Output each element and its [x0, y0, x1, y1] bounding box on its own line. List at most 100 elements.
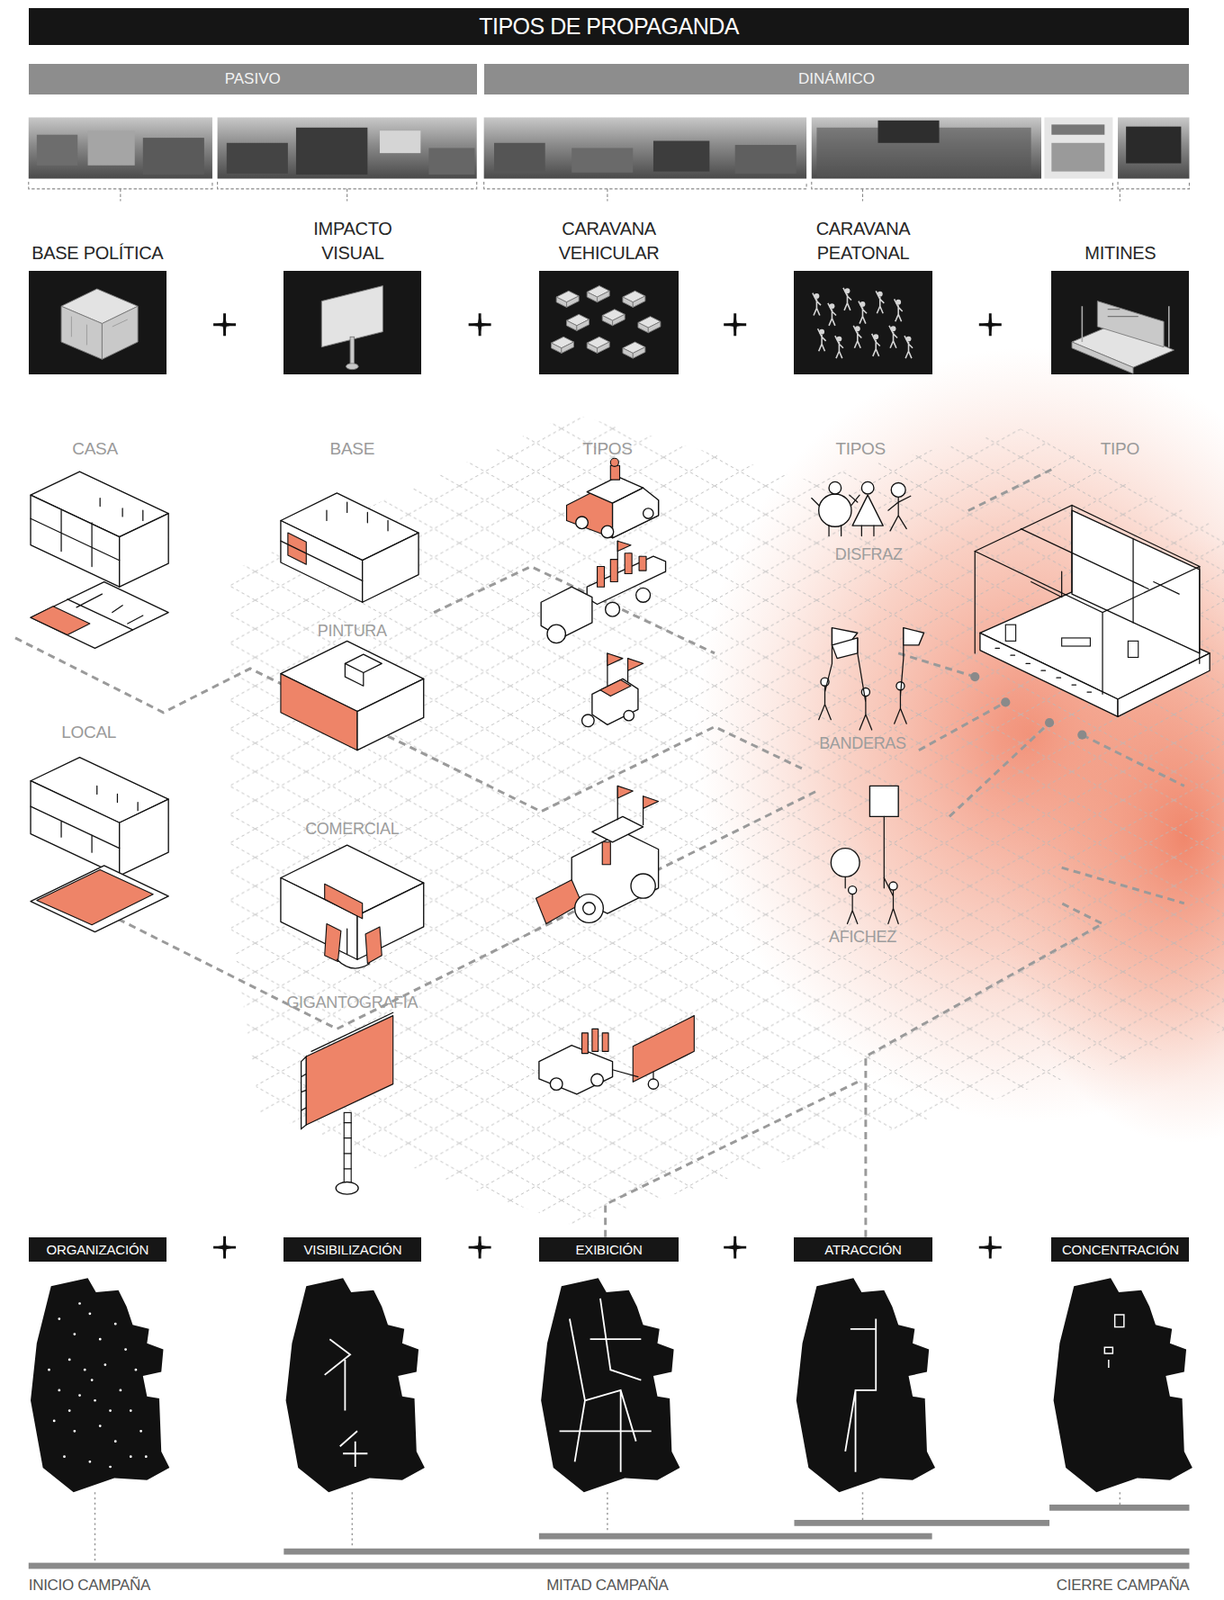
painted-wall-drawing — [344, 663, 363, 686]
billboard-drawing — [301, 1056, 307, 1130]
billboard-drawing — [335, 1182, 359, 1196]
district-map — [48, 1304, 146, 1467]
district-map — [30, 1278, 170, 1493]
category-heading: MITINES — [1048, 241, 1193, 266]
bracket — [28, 181, 213, 202]
district-map — [540, 1278, 680, 1493]
mototaxi-drawing — [628, 658, 644, 672]
dashed-route — [15, 469, 1185, 1238]
column-heading: TIPOS — [835, 439, 886, 459]
local-drawing — [36, 869, 153, 925]
costume-drawing — [852, 495, 883, 526]
district-map — [30, 1278, 170, 1493]
category-box: CARAVANA PEATONAL — [793, 270, 932, 376]
photo-strip — [735, 144, 797, 174]
mototaxi-drawing — [623, 710, 634, 720]
house-drawing — [30, 495, 120, 587]
category-band: DINÁMICO — [484, 63, 1190, 95]
plus-symbol — [468, 313, 492, 336]
plus-symbol — [213, 313, 236, 336]
local-drawing — [30, 865, 169, 933]
district-map — [796, 1278, 936, 1493]
shop-drawing — [280, 845, 424, 969]
car-drawing — [601, 525, 614, 539]
dashed-route — [970, 672, 980, 682]
posters-drawing — [845, 876, 846, 888]
bracket — [28, 181, 1190, 202]
photo-strip — [88, 130, 135, 166]
dashed-route — [433, 567, 715, 654]
flags-drawing — [861, 688, 870, 697]
photo-strip — [877, 120, 939, 144]
posters-drawing — [830, 848, 860, 878]
pickup-drawing — [648, 1079, 658, 1089]
flags-drawing — [857, 638, 873, 730]
district-map — [1053, 1278, 1193, 1493]
photo-strip — [494, 143, 546, 172]
dashed-route — [865, 903, 1103, 1238]
category-box: CARAVANA VEHICULAR — [539, 270, 679, 376]
photo-strip — [36, 135, 78, 166]
stage-drawing — [974, 504, 1210, 717]
photo-strip — [217, 117, 477, 179]
node-text: EXIBICIÓN — [576, 1242, 643, 1258]
dashed-route — [1077, 730, 1087, 740]
type-label: COMERCIAL — [305, 819, 399, 839]
dashed-route — [964, 469, 1052, 513]
dashed-route — [1000, 697, 1010, 707]
pickup-drawing — [549, 1078, 563, 1091]
category-box: MITINES — [1051, 270, 1189, 376]
photo-strip — [1051, 143, 1105, 172]
stage-box: EXIBICIÓN — [539, 1237, 679, 1262]
photo-strip — [484, 117, 807, 179]
dashed-route — [1062, 867, 1185, 904]
district-map — [845, 1319, 876, 1473]
category-heading: CARAVANA VEHICULAR — [537, 216, 682, 266]
base-drawing — [280, 502, 388, 581]
house-drawing — [30, 498, 144, 567]
flags-drawing — [819, 628, 925, 730]
node-text: CONCENTRACIÓN — [1062, 1242, 1179, 1258]
truck-drawing — [597, 567, 605, 588]
truck-drawing — [610, 559, 618, 583]
district-map — [1115, 1314, 1125, 1328]
plus-symbol — [213, 1236, 236, 1260]
dashed-route — [1081, 735, 1184, 787]
pickup-drawing — [602, 1033, 609, 1052]
shop-drawing — [365, 927, 382, 964]
posters-drawing — [846, 894, 857, 925]
loader-drawing — [630, 873, 656, 899]
column-heading: CASA — [72, 439, 118, 459]
truck-drawing — [639, 556, 647, 571]
local-drawing — [30, 785, 138, 853]
timeline-label: MITAD CAMPAÑA — [546, 1576, 668, 1595]
column-heading: BASE — [330, 439, 376, 459]
painted-wall-drawing — [280, 640, 424, 750]
posters-drawing — [869, 785, 899, 817]
stage-drawing — [1005, 624, 1016, 641]
district-map — [30, 1278, 1193, 1493]
dashed-route — [605, 1081, 858, 1237]
pickup-drawing — [539, 1016, 694, 1095]
type-label: BANDERAS — [819, 733, 907, 753]
painted-wall-drawing — [344, 654, 382, 673]
billboard-drawing — [306, 1016, 393, 1125]
costume-drawing — [888, 495, 911, 531]
dashed-route — [918, 702, 1006, 750]
billboard-drawing — [301, 1012, 394, 1195]
category-box: IMPACTO VISUAL — [283, 270, 422, 376]
photo-strip — [28, 117, 1190, 179]
dashed-route — [949, 722, 1050, 817]
shop-drawing — [324, 883, 363, 919]
district-map — [286, 1278, 425, 1493]
truck-drawing — [624, 553, 632, 575]
shop-drawing — [280, 877, 358, 960]
photo-strip — [143, 137, 205, 175]
mototaxi-drawing — [582, 653, 644, 728]
category-band: PASIVO — [28, 63, 477, 95]
bracket — [1117, 181, 1189, 202]
district-map — [324, 1339, 369, 1467]
truck-drawing — [540, 540, 666, 643]
